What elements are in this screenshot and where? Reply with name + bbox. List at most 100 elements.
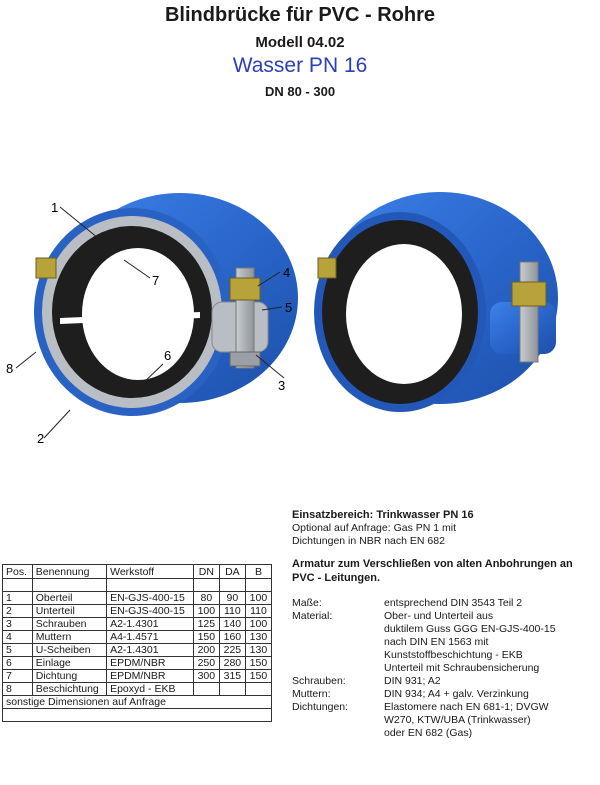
callout-2: 2 [37, 431, 44, 446]
spec-value: Elastomere nach EN 681-1; DVGW [384, 701, 549, 713]
spec-label: Schrauben: [292, 675, 346, 687]
table-spacer-row [2, 578, 273, 592]
callout-5: 5 [285, 300, 292, 315]
table-cell: 200 [192, 643, 220, 657]
table-cell [244, 682, 273, 696]
table-cell: 6 [2, 656, 33, 670]
table-cell: 140 [218, 617, 246, 631]
table-cell: Einlage [31, 656, 108, 670]
table-cell: 225 [218, 643, 246, 657]
spec-row: Schrauben: DIN 931; A2 [292, 675, 592, 688]
table-cell: Epoxyd - EKB [106, 682, 194, 696]
spec-row: Unterteil mit Schraubensicherung [292, 662, 592, 675]
table-cell: 150 [244, 656, 273, 670]
spec-label [292, 636, 384, 649]
table-cell: A2-1.4301 [106, 617, 194, 631]
spec-row: Kunststoffbeschichtung - EKB [292, 649, 592, 662]
table-cell: EN-GJS-400-15 [106, 604, 194, 618]
table-cell: 80 [192, 591, 220, 605]
table-cell: Beschichtung [31, 682, 108, 696]
armatur-description: Armatur zum Verschließen von alten Anboh… [292, 558, 573, 584]
table-cell: 110 [218, 604, 246, 618]
spec-value: DIN 934; A4 + galv. Verzinkung [384, 688, 529, 700]
spec-row: Maße: entsprechend DIN 3543 Teil 2 [292, 597, 592, 610]
table-cell: Dichtung [31, 669, 108, 683]
col-b: B [244, 564, 273, 579]
callout-4: 4 [283, 265, 290, 280]
table-cell [218, 682, 246, 696]
table-cell: 100 [244, 617, 273, 631]
model-label: Modell 04.02 [255, 34, 345, 51]
medium-label: Wasser PN 16 [232, 54, 368, 77]
callout-3: 3 [278, 378, 285, 393]
spec-value: DIN 931; A2 [384, 675, 441, 687]
table-header-row: Pos. Benennung Werkstoff DN DA B [2, 564, 273, 579]
spec-value: oder EN 682 (Gas) [384, 727, 473, 739]
table-cell: Schrauben [31, 617, 108, 631]
table-cell: 125 [192, 617, 220, 631]
table-cell: A4-1.4571 [106, 630, 194, 644]
table-cell: 300 [192, 669, 220, 683]
callout-1: 1 [51, 200, 58, 215]
spec-label [292, 727, 384, 740]
table-cell [192, 682, 220, 696]
spec-value: Ober- und Unterteil aus [384, 610, 494, 622]
table-cell: 100 [192, 604, 220, 618]
leader-lines [15, 206, 285, 439]
spec-row: duktilem Guss GGG EN-GJS-400-15 [292, 623, 592, 636]
callout-8: 8 [6, 361, 13, 376]
col-benennung: Benennung [31, 564, 108, 579]
spec-row: W270, KTW/UBA (Trinkwasser) [292, 714, 592, 727]
callout-7: 7 [152, 273, 159, 288]
table-blank-row [2, 708, 272, 722]
table-cell: U-Scheiben [31, 643, 108, 657]
table-cell: 315 [218, 669, 246, 683]
spec-value: entsprechend DIN 3543 Teil 2 [384, 597, 523, 609]
table-cell: EN-GJS-400-15 [106, 591, 194, 605]
usage-line-1: Optional auf Anfrage: Gas PN 1 mit [292, 522, 457, 534]
table-cell: 160 [218, 630, 246, 644]
table-cell: 8 [2, 682, 33, 696]
spec-label [292, 623, 384, 636]
spec-label [292, 714, 384, 727]
col-pos: Pos. [2, 564, 33, 579]
spec-value: duktilem Guss GGG EN-GJS-400-15 [384, 623, 556, 635]
spec-row: nach DIN EN 1563 mit [292, 636, 592, 649]
spec-value: Kunststoffbeschichtung - EKB [384, 649, 523, 661]
spec-label: Material: [292, 610, 333, 622]
usage-line-2: Dichtungen in NBR nach EN 682 [292, 535, 445, 547]
spec-label [292, 649, 384, 662]
spec-label [292, 662, 384, 675]
spec-row: oder EN 682 (Gas) [292, 727, 592, 740]
table-cell: 7 [2, 669, 33, 683]
table-cell: Oberteil [31, 591, 108, 605]
spec-label: Muttern: [292, 688, 331, 700]
usage-heading: Einsatzbereich: Trinkwasser PN 16 [292, 509, 474, 521]
col-werkstoff: Werkstoff [106, 564, 194, 579]
table-cell: 4 [2, 630, 33, 644]
spec-row: Material: Ober- und Unterteil aus [292, 610, 592, 623]
spec-label: Maße: [292, 597, 322, 609]
table-cell: 150 [192, 630, 220, 644]
table-cell: A2-1.4301 [106, 643, 194, 657]
spec-row: Muttern: DIN 934; A4 + galv. Verzinkung [292, 688, 592, 701]
table-cell: 250 [192, 656, 220, 670]
table-cell: 3 [2, 617, 33, 631]
cutaway-clamp [34, 193, 298, 416]
product-illustration: 1 2 3 4 5 6 7 8 [6, 192, 558, 446]
table-cell: 5 [2, 643, 33, 657]
table-cell: 1 [2, 591, 33, 605]
col-dn: DN [192, 564, 220, 579]
spec-label: Dichtungen: [292, 701, 349, 713]
table-note-row: sonstige Dimensionen auf Anfrage [2, 695, 272, 709]
table-cell: 110 [244, 604, 273, 618]
table-note: sonstige Dimensionen auf Anfrage [2, 695, 272, 709]
spec-value: nach DIN EN 1563 mit [384, 636, 489, 648]
